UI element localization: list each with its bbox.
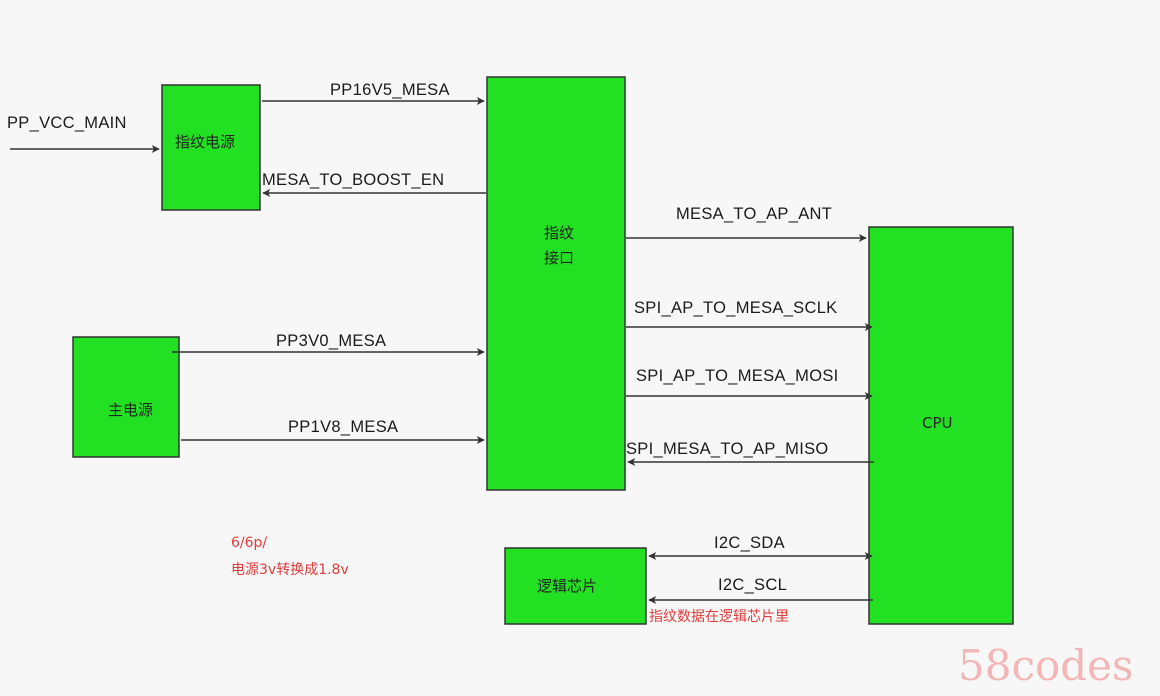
main-power-label: 主电源 — [108, 401, 153, 419]
cpu-label: CPU — [922, 414, 953, 432]
signal-pp-vcc-main: PP_VCC_MAIN — [7, 114, 127, 132]
signal-i2c-sda: I2C_SDA — [714, 534, 785, 552]
fingerprint-power-block — [161, 84, 261, 211]
logic-chip-label: 逻辑芯片 — [537, 577, 597, 595]
fingerprint-interface-label-line1: 指纹 — [544, 224, 574, 242]
signal-pp1v8-mesa: PP1V8_MESA — [288, 418, 398, 436]
note-conversion: 电源3v转换成1.8v — [231, 561, 349, 578]
fingerprint-interface-label-line2: 接口 — [544, 249, 574, 267]
signal-mesa-to-ap-ant: MESA_TO_AP_ANT — [676, 205, 832, 223]
signal-spi-miso: SPI_MESA_TO_AP_MISO — [626, 440, 829, 458]
signal-spi-sclk: SPI_AP_TO_MESA_SCLK — [634, 299, 838, 317]
signal-pp16v5-mesa: PP16V5_MESA — [330, 81, 450, 99]
cpu-block — [868, 226, 1014, 625]
main-power-block — [72, 336, 180, 458]
note-storage: 指纹数据在逻辑芯片里 — [649, 609, 789, 625]
fingerprint-interface-block — [486, 76, 626, 491]
signal-pp3v0-mesa: PP3V0_MESA — [276, 332, 386, 350]
fingerprint-power-label: 指纹电源 — [175, 133, 235, 151]
logic-chip-block — [504, 547, 647, 625]
signal-mesa-to-boost-en: MESA_TO_BOOST_EN — [262, 171, 444, 189]
signal-i2c-scl: I2C_SCL — [718, 576, 787, 594]
signal-spi-mosi: SPI_AP_TO_MESA_MOSI — [636, 367, 839, 385]
watermark-text: 58codes — [958, 641, 1134, 690]
note-model: 6/6p/ — [231, 535, 267, 551]
